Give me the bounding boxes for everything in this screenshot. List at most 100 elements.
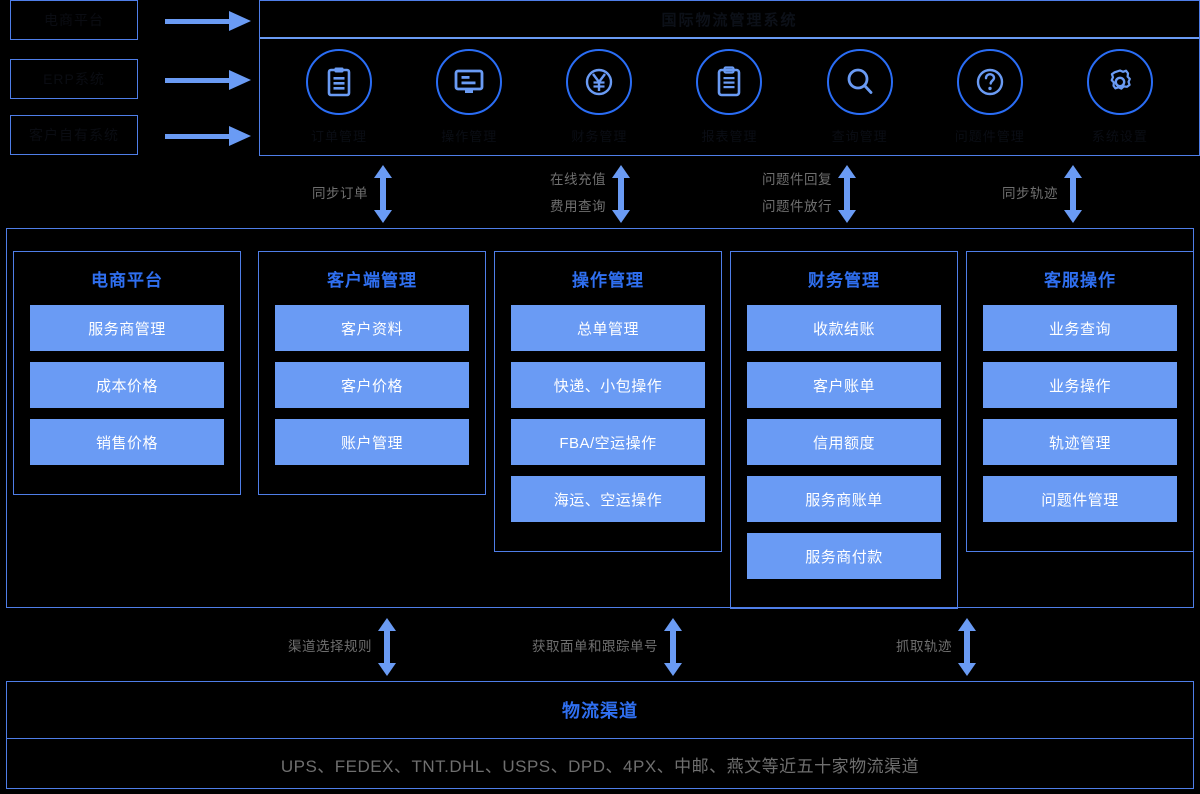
arrow-head [229, 126, 251, 146]
clipboard-icon [696, 49, 763, 115]
module-chip[interactable]: 问题件管理 [983, 476, 1177, 522]
module-column-title: 客户端管理 [327, 271, 417, 290]
module-column-customer-service: 客服操作 业务查询 业务操作 轨迹管理 问题件管理 [966, 251, 1194, 552]
monitor-icon [436, 49, 503, 115]
logistics-channels-panel: 物流渠道 UPS、FEDEX、TNT.DHL、USPS、DPD、4PX、中邮、燕… [6, 681, 1194, 789]
menu-item-operations[interactable]: 操作管理 [410, 49, 528, 145]
module-chip[interactable]: 业务操作 [983, 362, 1177, 408]
flow-arrow-vertical-icon [1064, 165, 1082, 223]
arrow-right-icon [165, 11, 253, 31]
flow-arrow-vertical-icon [664, 618, 682, 676]
arrow-shaft [384, 627, 390, 667]
source-box-label: ERP系统 [43, 71, 105, 87]
menu-item-finance[interactable]: 财务管理 [540, 49, 658, 145]
question-icon [956, 49, 1023, 115]
logistics-channels-title: 物流渠道 [7, 682, 1193, 739]
module-chip[interactable]: 账户管理 [275, 419, 469, 465]
source-box-erp[interactable]: ERP系统 [10, 59, 138, 99]
arrow-head-up [378, 618, 396, 631]
arrow-head-down [374, 210, 392, 223]
menu-item-label: 系统设置 [1091, 129, 1148, 144]
source-box-custom-system[interactable]: 客户自有系统 [10, 115, 138, 155]
arrow-head-down [958, 663, 976, 676]
module-column-ecommerce: 电商平台 服务商管理 成本价格 销售价格 [13, 251, 241, 495]
module-chip[interactable]: 总单管理 [511, 305, 705, 351]
platform-menu-row: 订单管理 操作管理 [260, 39, 1199, 155]
arrow-head [229, 70, 251, 90]
menu-item-label: 操作管理 [441, 129, 498, 144]
logistics-channels-list: UPS、FEDEX、TNT.DHL、USPS、DPD、4PX、中邮、燕文等近五十… [280, 756, 920, 776]
module-chip[interactable]: 快递、小包操作 [511, 362, 705, 408]
module-chip[interactable]: 客户价格 [275, 362, 469, 408]
flow-label-get-label-and-tracking: 获取面单和跟踪单号 [532, 639, 658, 654]
module-column-title: 操作管理 [572, 271, 644, 290]
flow-label-problem-release: 问题件放行 [762, 199, 832, 214]
module-column-finance: 财务管理 收款结账 客户账单 信用额度 服务商账单 服务商付款 [730, 251, 958, 609]
flow-label-sync-tracking: 同步轨迹 [1002, 186, 1058, 201]
arrow-head [229, 11, 251, 31]
yen-icon [566, 49, 633, 115]
arrow-head-down [1064, 210, 1082, 223]
module-chip[interactable]: 服务商账单 [747, 476, 941, 522]
arrow-right-icon [165, 70, 253, 90]
arrow-shaft [380, 174, 386, 214]
menu-item-settings[interactable]: 系统设置 [1061, 49, 1179, 145]
arrow-shaft [964, 627, 970, 667]
module-chip[interactable]: 销售价格 [30, 419, 224, 465]
flow-arrow-vertical-icon [838, 165, 856, 223]
arrow-head-down [664, 663, 682, 676]
module-column-client-management: 客户端管理 客户资料 客户价格 账户管理 [258, 251, 486, 495]
arrow-head-up [612, 165, 630, 178]
arrow-shaft [1070, 174, 1076, 214]
module-chip[interactable]: 客户资料 [275, 305, 469, 351]
document-icon [306, 49, 373, 115]
arrow-head-up [374, 165, 392, 178]
arrow-shaft [165, 19, 233, 24]
module-chip[interactable]: 服务商付款 [747, 533, 941, 579]
source-box-ecommerce[interactable]: 电商平台 [10, 0, 138, 40]
module-chip[interactable]: 信用额度 [747, 419, 941, 465]
menu-item-query[interactable]: 查询管理 [801, 49, 919, 145]
search-icon [826, 49, 893, 115]
gear-icon [1086, 49, 1153, 115]
menu-item-label: 财务管理 [571, 129, 628, 144]
module-chip[interactable]: 服务商管理 [30, 305, 224, 351]
flow-arrow-vertical-icon [958, 618, 976, 676]
module-column-operations: 操作管理 总单管理 快递、小包操作 FBA/空运操作 海运、空运操作 [494, 251, 722, 552]
module-chip[interactable]: 海运、空运操作 [511, 476, 705, 522]
source-box-label: 客户自有系统 [29, 127, 119, 143]
module-column-title: 客服操作 [1044, 271, 1116, 290]
menu-item-label: 报表管理 [701, 129, 758, 144]
arrow-head-down [378, 663, 396, 676]
menu-item-orders[interactable]: 订单管理 [280, 49, 398, 145]
arrow-head-up [664, 618, 682, 631]
arrow-head-down [612, 210, 630, 223]
module-chip[interactable]: 客户账单 [747, 362, 941, 408]
arrow-head-down [838, 210, 856, 223]
arrow-head-up [958, 618, 976, 631]
module-chip[interactable]: 业务查询 [983, 305, 1177, 351]
arrow-head-up [1064, 165, 1082, 178]
module-chip[interactable]: 成本价格 [30, 362, 224, 408]
flow-label-problem-reply: 问题件回复 [762, 172, 832, 187]
module-chip[interactable]: 轨迹管理 [983, 419, 1177, 465]
module-chip[interactable]: FBA/空运操作 [511, 419, 705, 465]
menu-item-reports[interactable]: 报表管理 [670, 49, 788, 145]
module-column-title: 电商平台 [91, 271, 163, 290]
menu-item-problem-parcels[interactable]: 问题件管理 [931, 49, 1049, 145]
platform-header-panel: 国际物流管理系统 订单管理 [259, 0, 1200, 156]
menu-item-label: 查询管理 [831, 129, 888, 144]
menu-item-label: 问题件管理 [954, 129, 1025, 144]
platform-title: 国际物流管理系统 [260, 1, 1199, 39]
flow-arrow-vertical-icon [378, 618, 396, 676]
arrow-head-up [838, 165, 856, 178]
module-column-title: 财务管理 [808, 271, 880, 290]
arrow-shaft [618, 174, 624, 214]
module-chip[interactable]: 收款结账 [747, 305, 941, 351]
arrow-right-icon [165, 126, 253, 146]
modules-panel: 电商平台 服务商管理 成本价格 销售价格 客户端管理 客户资料 客户价格 账户管… [6, 228, 1194, 609]
flow-label-fee-query: 费用查询 [550, 199, 606, 214]
flow-label-online-recharge: 在线充值 [550, 172, 606, 187]
flow-label-sync-orders: 同步订单 [312, 186, 368, 201]
